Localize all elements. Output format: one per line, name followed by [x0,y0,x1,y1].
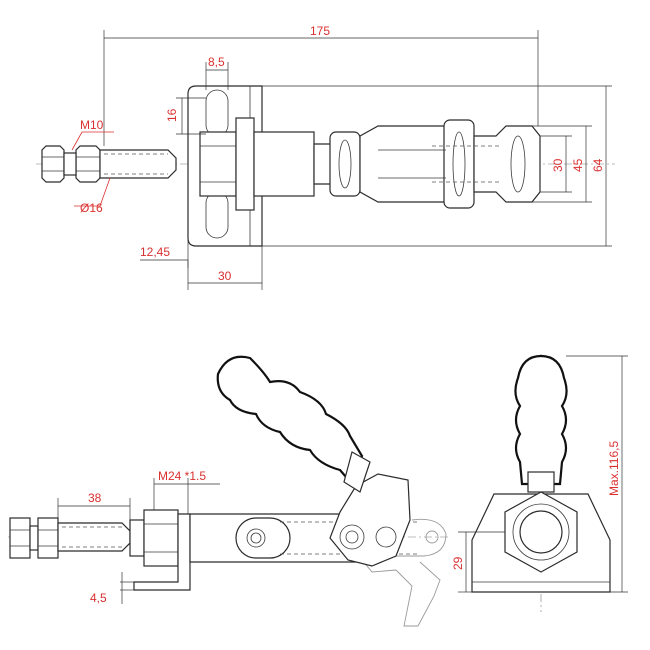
end-view: Max.116,5 29 [451,354,628,612]
label-plunger-length: 38 [88,491,102,505]
label-overall-length: 175 [310,24,330,38]
label-plunger-diameter: Ø16 [80,201,103,215]
side-body [189,513,420,563]
dim-plunger-length: 38 [57,491,131,520]
side-lever [329,473,411,567]
body-block [199,117,315,211]
label-slot-width: 8,5 [208,55,225,69]
linkage-assembly [313,119,541,209]
hex-nut-m10 [41,145,101,183]
label-overall-height: 64 [591,158,605,172]
plunger-shaft [99,149,177,179]
side-view: 38 M24 *1.5 4,5 [8,355,450,627]
end-handle [514,354,568,493]
dim-plunger-diameter: Ø16 [74,177,111,215]
end-base [471,491,611,593]
dim-max-height: Max.116,5 [566,355,628,593]
dim-overall-length: 175 [103,24,539,146]
dim-base-width: 30 [187,246,263,290]
side-plunger [57,519,145,557]
label-base-width: 30 [218,269,232,283]
label-thread: M10 [80,118,104,132]
open-position-ghost [361,518,447,627]
label-link-width: 30 [551,158,565,172]
label-bracket-width: 45 [571,158,585,172]
dim-slot-height: 16 [165,97,206,135]
dim-slot-width: 8,5 [205,55,229,90]
label-base-thickness: 4,5 [90,591,107,605]
label-slot-height: 16 [165,108,179,122]
dim-nut-thread: M24 *1.5 [153,469,220,514]
dim-right-stack: 30 45 64 [262,85,612,247]
label-nut-thread: M24 *1.5 [158,469,206,483]
side-handle [216,355,371,493]
dim-base-thickness: 4,5 [90,572,134,605]
label-offset: 12,45 [140,245,170,259]
top-view: 175 8,5 16 M10 Ø16 1 [36,24,615,290]
label-max-height: Max.116,5 [607,441,621,496]
side-m24-nut [133,509,191,591]
side-hex-nut [9,517,59,559]
dim-offset: 12,45 [140,238,189,268]
dim-thread: M10 [71,118,114,151]
dim-base-height: 29 [451,531,505,593]
label-base-height: 29 [451,556,465,570]
